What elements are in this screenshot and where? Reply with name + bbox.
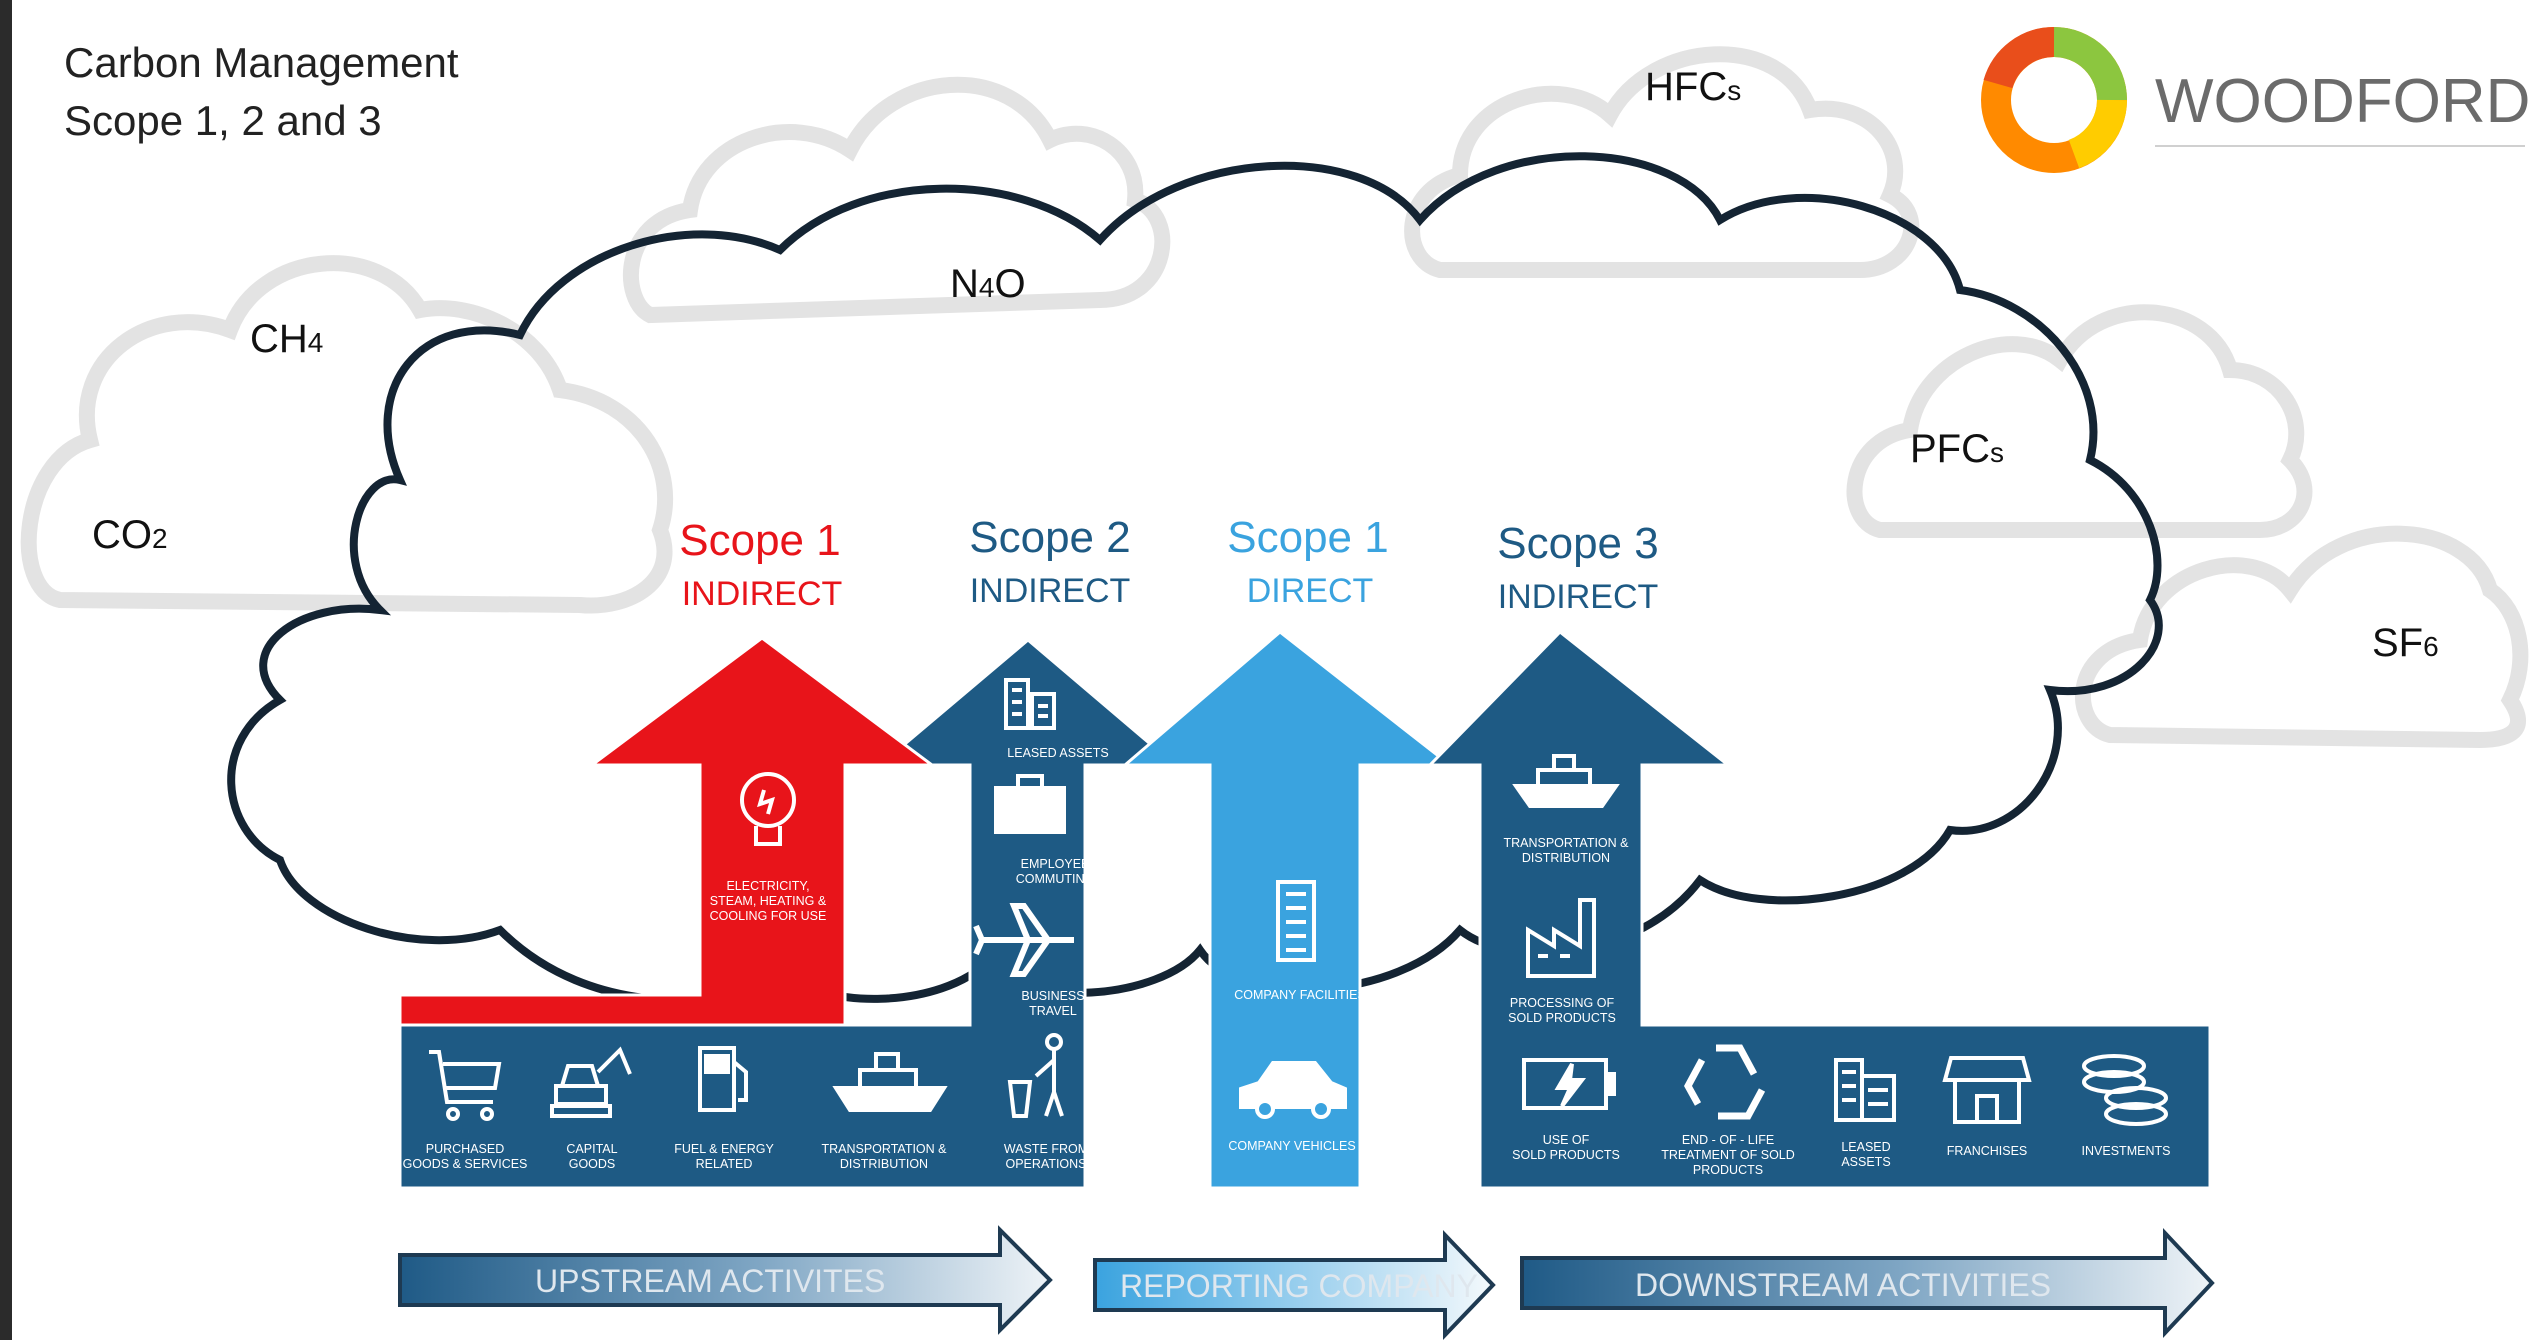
ghost-cloud-pfcs — [1846, 304, 2313, 538]
fuel-pump-icon — [698, 1046, 748, 1112]
gas-co2: CO2 — [92, 513, 168, 557]
scope-2-indirect-type: INDIRECT — [970, 572, 1131, 610]
coins-icon — [2082, 1054, 2168, 1126]
logo-ring-icon — [1981, 26, 2127, 173]
scope-3-downstream-arrow — [1426, 629, 2212, 1190]
woodford-logo: WOODFORD — [1981, 26, 2530, 173]
building-icon — [1004, 678, 1056, 730]
window-edge — [0, 0, 12, 1340]
ghost-cloud-n4o — [623, 76, 1171, 324]
briefcase-icon — [994, 774, 1066, 834]
scope-1-direct-type: DIRECT — [1247, 572, 1374, 610]
reporting-band-arrow — [1093, 1230, 1496, 1340]
scope-2-indirect-name: Scope 2 — [969, 513, 1130, 562]
ghost-cloud-sf6 — [2075, 525, 2529, 749]
scope-1-indirect-type: INDIRECT — [682, 575, 843, 613]
activity-label: TRANSPORTATION &DISTRIBUTION — [1503, 836, 1629, 865]
gas-sf6: SF6 — [2372, 621, 2439, 665]
gas-ch4: CH4 — [250, 317, 323, 361]
downstream-band-arrow — [1520, 1227, 2215, 1339]
activity-label: COMPANY FACILITIES — [1234, 988, 1366, 1002]
activity-label: FRANCHISES — [1947, 1144, 2028, 1158]
office-tower-icon — [1276, 880, 1316, 962]
downstream-band-label: DOWNSTREAM ACTIVITIES — [1635, 1267, 2051, 1303]
scope-3-indirect-name: Scope 3 — [1497, 519, 1658, 568]
emissions-cloud-outline — [227, 152, 2163, 1006]
ghost-cloud-hfcs — [1404, 46, 1920, 278]
activity-label: TRANSPORTATION &DISTRIBUTION — [821, 1142, 947, 1171]
battery-icon — [1522, 1058, 1616, 1110]
ship-icon — [832, 1052, 948, 1112]
activity-labels: ELECTRICITY,STEAM, HEATING &COOLING FOR … — [403, 746, 2171, 1177]
activity-label: ELECTRICITY,STEAM, HEATING &COOLING FOR … — [710, 879, 827, 923]
airplane-icon — [973, 903, 1074, 977]
recycle-icon — [1684, 1044, 1766, 1120]
gas-n4o: N4O — [950, 262, 1026, 306]
gas-hfcs: HFCs — [1645, 65, 1741, 109]
gas-labels: CO2 CH4 N4O HFCs PFCs SF6 — [92, 65, 2439, 665]
factory-icon — [1526, 898, 1596, 978]
activity-label: INVESTMENTS — [2082, 1144, 2171, 1158]
car-icon — [1239, 1061, 1347, 1119]
logo-wordmark: WOODFORD — [2155, 67, 2530, 136]
ship-icon — [1512, 754, 1620, 808]
activity-icons — [429, 678, 2168, 1126]
lightbulb-icon — [740, 772, 796, 846]
waste-bin-icon — [1007, 1033, 1064, 1118]
title-line-1: Carbon Management — [64, 39, 459, 86]
scope-1-indirect-name: Scope 1 — [679, 516, 840, 565]
ghost-cloud-co2 — [20, 255, 673, 614]
scope-arrows — [398, 629, 2212, 1190]
building-icon — [1834, 1058, 1896, 1122]
ghost-clouds — [20, 46, 2529, 749]
upstream-band-label: UPSTREAM ACTIVITES — [535, 1263, 885, 1299]
title-line-2: Scope 1, 2 and 3 — [64, 97, 382, 144]
shopping-cart-icon — [429, 1050, 502, 1121]
activity-label: COMPANY VEHICLES — [1228, 1139, 1355, 1153]
reporting-band-label: REPORTING COMPANY — [1120, 1268, 1478, 1304]
scope-3-indirect-type: INDIRECT — [1498, 578, 1659, 616]
excavator-icon — [550, 1046, 632, 1118]
activity-label: LEASED ASSETS — [1007, 746, 1108, 760]
storefront-icon — [1942, 1056, 2032, 1124]
gas-pfcs: PFCs — [1910, 427, 2004, 471]
scope-headings: Scope 1 INDIRECT Scope 2 INDIRECT Scope … — [679, 513, 1658, 616]
upstream-band-arrow — [398, 1225, 1053, 1335]
page-title: Carbon Management Scope 1, 2 and 3 — [64, 34, 459, 150]
scope-1-indirect-arrow — [398, 636, 937, 1027]
activity-bands: UPSTREAM ACTIVITES REPORTING COMPANY DOW… — [398, 1225, 2215, 1340]
scope-1-direct-name: Scope 1 — [1227, 513, 1388, 562]
